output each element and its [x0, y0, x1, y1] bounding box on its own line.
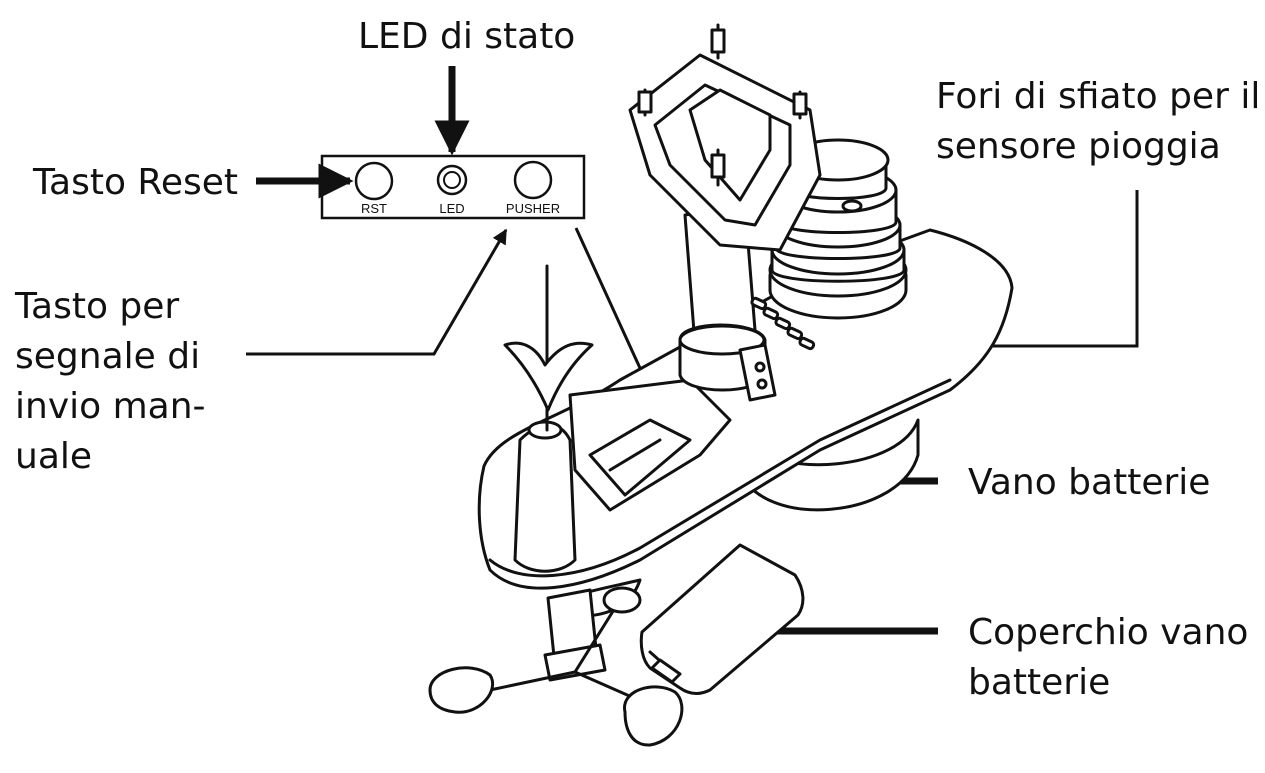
label-battery-compartment: Vano batterie: [968, 458, 1210, 508]
label-line: Tasto per: [15, 286, 180, 327]
panel-label-pusher: PUSHER: [506, 201, 560, 216]
label-line: Coperchio vano: [968, 612, 1249, 653]
label-line: batterie: [968, 662, 1111, 703]
label-led-status-text: LED di stato: [358, 16, 576, 57]
pusher-button-shape: [513, 160, 553, 200]
label-line: uale: [15, 436, 93, 477]
label-line: invio man-: [15, 386, 206, 427]
label-reset-button: Tasto Reset: [33, 158, 238, 208]
weather-station-illustration: [428, 23, 1014, 747]
label-battery-cover: Coperchio vano batterie: [968, 608, 1248, 708]
label-battery-compartment-text: Vano batterie: [968, 462, 1211, 503]
label-line: sensore pioggia: [936, 126, 1221, 167]
reset-button-shape: [354, 161, 394, 201]
label-led-status: LED di stato: [358, 12, 575, 62]
control-panel: RST LED PUSHER: [320, 154, 586, 220]
led-inner-shape: [443, 171, 461, 189]
label-reset-button-text: Tasto Reset: [33, 162, 238, 203]
label-line: segnale di: [15, 336, 201, 377]
panel-label-rst: RST: [361, 201, 387, 216]
label-manual-signal-button: Tasto per segnale di invio man- uale: [15, 282, 206, 482]
label-line: Fori di sfiato per il: [936, 76, 1261, 117]
panel-label-led: LED: [439, 201, 464, 216]
label-rain-sensor-vents: Fori di sfiato per il sensore pioggia: [936, 72, 1260, 172]
pusher-arrow: [246, 228, 508, 356]
